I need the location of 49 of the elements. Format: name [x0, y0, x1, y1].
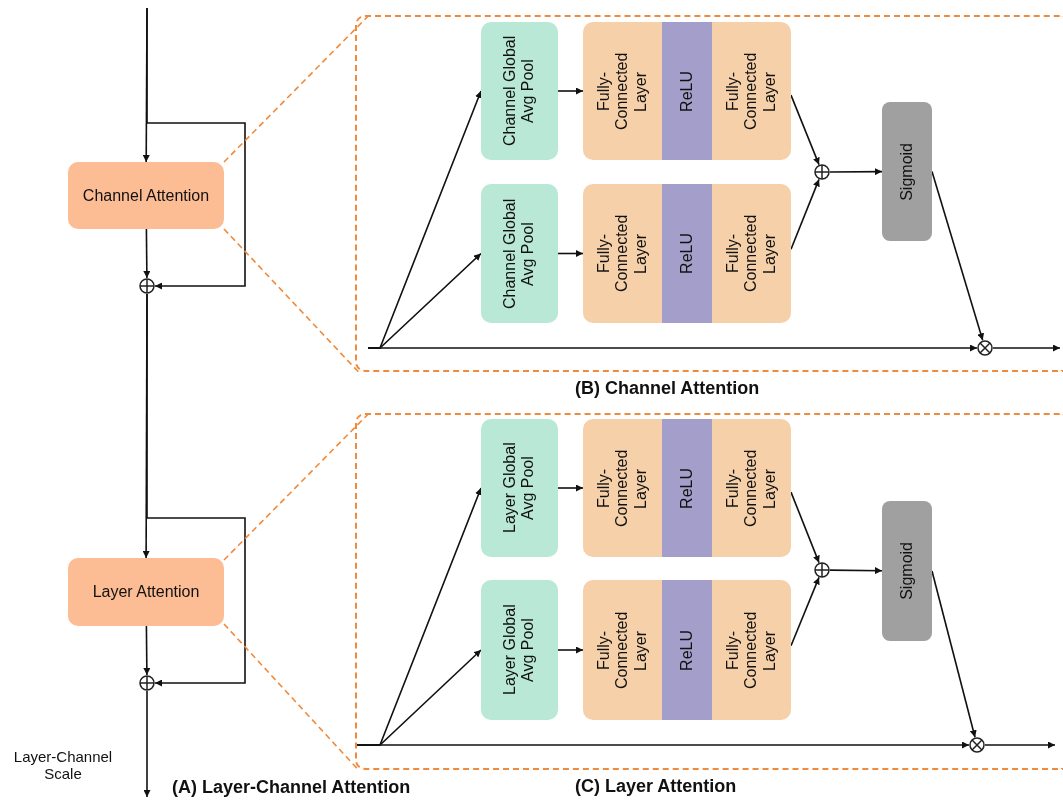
arrow [829, 168, 883, 176]
arrow [992, 344, 1061, 352]
arrow [557, 87, 584, 95]
attention-block: Channel Attention [68, 162, 224, 229]
arrow [146, 293, 246, 687]
dashed-line [223, 228, 360, 373]
arrow [143, 625, 151, 676]
fully-connected-block: Fully-Connected Layer [583, 580, 662, 720]
panel-caption: (C) Layer Attention [575, 776, 737, 797]
arrow [367, 344, 978, 352]
pooling-block: Layer Global Avg Pool [481, 580, 558, 720]
attention-block: Layer Attention [68, 558, 224, 626]
arrow [143, 228, 151, 279]
sigmoid-block: Sigmoid [882, 102, 932, 241]
figure-caption: (A) Layer-Channel Attention [172, 777, 411, 798]
relu-block: ReLU [662, 419, 712, 557]
dashed-line [223, 623, 360, 771]
sigmoid-block: Sigmoid [882, 501, 932, 641]
fully-connected-block: Fully-Connected Layer [712, 184, 791, 323]
pooling-block: Layer Global Avg Pool [481, 419, 558, 557]
fully-connected-block: Fully-Connected Layer [712, 419, 791, 557]
fully-connected-block: Fully-Connected Layer [583, 419, 662, 557]
dashed-line [223, 412, 370, 561]
arrow [790, 94, 820, 166]
relu-block: ReLU [662, 22, 712, 160]
fully-connected-block: Fully-Connected Layer [712, 22, 791, 160]
arrow [931, 170, 985, 342]
fully-connected-block: Fully-Connected Layer [583, 22, 662, 160]
arrow [557, 646, 584, 654]
fully-connected-block: Fully-Connected Layer [583, 184, 662, 323]
arrow [146, 7, 246, 290]
arrow [557, 250, 584, 257]
arrow [790, 491, 820, 564]
panel-caption: (B) Channel Attention [575, 378, 760, 399]
arrow [984, 741, 1056, 749]
arrow [557, 484, 584, 492]
pooling-block: Channel Global Avg Pool [481, 22, 558, 160]
arrow [829, 567, 883, 575]
arrow [790, 576, 820, 647]
relu-block: ReLU [662, 580, 712, 720]
arrow [931, 570, 977, 739]
arrow [790, 178, 820, 251]
output-label: Layer-Channel Scale [12, 748, 114, 782]
dashed-line [223, 14, 370, 163]
relu-block: ReLU [662, 184, 712, 323]
fully-connected-block: Fully-Connected Layer [712, 580, 791, 720]
pooling-block: Channel Global Avg Pool [481, 184, 558, 323]
arrow [143, 690, 151, 798]
arrow [356, 741, 970, 749]
